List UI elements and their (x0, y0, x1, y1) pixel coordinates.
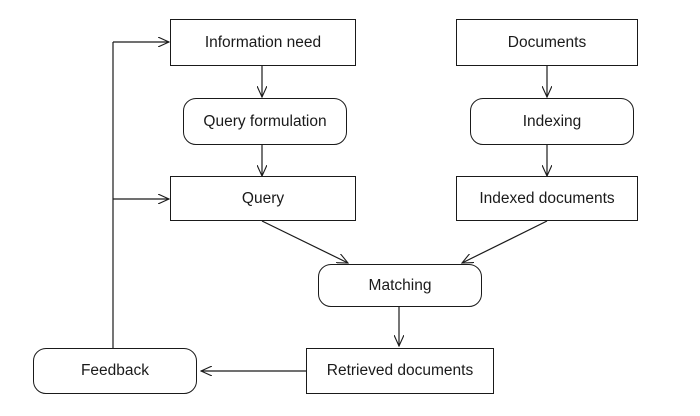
information-need-box: Information need (170, 19, 356, 66)
query-formulation-box: Query formulation (183, 98, 347, 145)
arrow-indexed-to-matching (462, 220, 548, 263)
indexing-label: Indexing (522, 112, 582, 130)
documents-box: Documents (456, 19, 638, 66)
indexed-documents-box: Indexed documents (456, 176, 638, 221)
documents-label: Documents (507, 33, 587, 51)
query-formulation-label: Query formulation (203, 112, 327, 130)
matching-label: Matching (368, 276, 432, 294)
feedback-box: Feedback (33, 348, 197, 394)
feedback-label: Feedback (80, 362, 150, 379)
indexing-box: Indexing (470, 98, 634, 145)
matching-box: Matching (318, 264, 482, 307)
retrieved-documents-box: Retrieved documents (306, 348, 494, 394)
information-need-label: Information need (204, 33, 322, 51)
retrieved-documents-label: Retrieved documents (326, 362, 474, 379)
indexed-documents-label: Indexed documents (479, 189, 615, 207)
arrow-query-to-matching (261, 220, 348, 263)
query-box: Query (170, 176, 356, 221)
query-label: Query (241, 189, 285, 207)
